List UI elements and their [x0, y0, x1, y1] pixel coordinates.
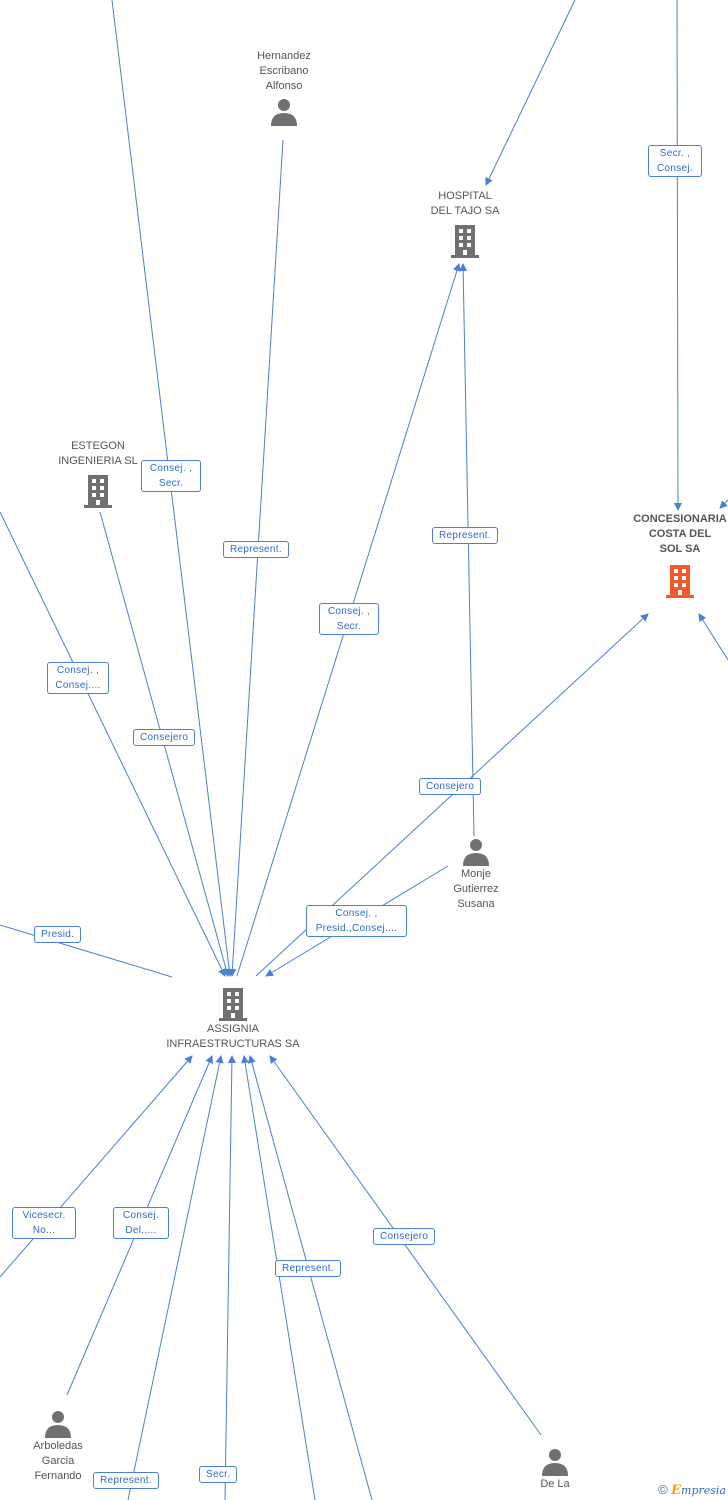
node-name-line: CONCESIONARIA — [633, 513, 727, 525]
node-concesionaria[interactable]: CONCESIONARIA COSTA DEL SOL SA — [628, 512, 728, 599]
edge-line — [698, 613, 728, 661]
edge-label-line: Consejero — [426, 781, 475, 792]
edge-label-line: Consej.... — [55, 680, 101, 691]
edge-label-represent[interactable]: Represent. — [93, 1472, 159, 1489]
edge-label-consej-secr[interactable]: Consej. , Secr. — [141, 460, 201, 492]
copyright-symbol: © — [658, 1482, 668, 1497]
edge-label-line: Consejero — [140, 732, 189, 743]
brand-initial: E — [671, 1483, 682, 1498]
edge-line — [247, 1055, 373, 1500]
edge-line — [485, 0, 576, 186]
node-name-line: HOSPITAL — [438, 190, 492, 202]
edge-label-line: Del.,... — [125, 1225, 157, 1236]
node-name-line: DEL TAJO SA — [430, 205, 500, 217]
edge-label-line: Presid. — [41, 929, 75, 940]
edge-label-consej-del[interactable]: Consej. Del.,... — [113, 1207, 169, 1239]
edge-line — [719, 499, 728, 509]
edge-label-represent[interactable]: Represent. — [223, 541, 289, 558]
edge-line — [127, 1055, 224, 1500]
node-name-line: INGENIERIA SL — [58, 455, 138, 467]
edge-label-line: Consej. , — [56, 665, 100, 676]
edge-label-presid[interactable]: Presid. — [34, 926, 82, 943]
edge-label-line: Represent. — [230, 544, 282, 555]
building-icon — [84, 475, 112, 508]
building-icon — [451, 225, 479, 258]
edge-line — [0, 1055, 193, 1278]
edge-line — [673, 0, 682, 511]
building-icon — [219, 988, 247, 1021]
edge-label-line: Secr. , — [659, 148, 691, 159]
node-name-line: Fernando — [34, 1470, 82, 1482]
edge-line — [269, 1055, 542, 1436]
node-name-line: De La — [540, 1478, 570, 1490]
node-name-line: Hernandez — [257, 50, 311, 62]
node-delala[interactable]: De La — [515, 1447, 595, 1492]
edge-label-line: Vicesecr. — [22, 1210, 66, 1221]
building-icon — [666, 565, 694, 598]
edge-label-consejero[interactable]: Consejero — [419, 778, 482, 795]
node-monje[interactable]: Monje Gutierrez Susana — [436, 837, 516, 912]
edge-label-vicesecr[interactable]: Vicesecr. No... — [12, 1207, 76, 1239]
edge-label-represent[interactable]: Represent. — [432, 527, 498, 544]
node-name-line: Escribano — [259, 65, 309, 77]
edge-label-line: Consej. — [656, 163, 693, 174]
edge-label-consejero[interactable]: Consejero — [133, 729, 196, 746]
edge-line — [241, 1055, 316, 1500]
edge-label-consej-consej[interactable]: Consej. , Consej.... — [47, 662, 109, 694]
edge-label-line: Consej. — [122, 1210, 159, 1221]
edge-label-represent[interactable]: Represent. — [275, 1260, 341, 1277]
edge-label-secr[interactable]: Secr. — [199, 1466, 238, 1483]
edge-line — [459, 263, 475, 837]
node-arboledas[interactable]: Arboledas Garcia Fernando — [18, 1409, 98, 1484]
edge-label-line: Secr. — [206, 1469, 231, 1480]
node-name-line: Susana — [457, 898, 495, 910]
empresia-watermark: © Empresia — [658, 1482, 726, 1498]
edge-label-line: Consej. , — [149, 463, 193, 474]
node-name-line: Alfonso — [265, 80, 303, 92]
edge-label-line: Consej. , — [327, 606, 371, 617]
node-name-line: SOL SA — [659, 543, 701, 555]
edge-label-consejero[interactable]: Consejero — [373, 1228, 436, 1245]
node-hospital[interactable]: HOSPITAL DEL TAJO SA — [415, 189, 515, 259]
edge-label-line: Secr. — [336, 621, 362, 632]
node-assignia[interactable]: ASSIGNIA INFRAESTRUCTURAS SA — [158, 986, 308, 1052]
node-name-line: Monje — [461, 868, 491, 880]
node-name-line: Gutierrez — [453, 883, 499, 895]
brand-name: mpresia — [681, 1484, 726, 1497]
edge-label-consej-presid[interactable]: Consej. , Presid.,Consej.... — [306, 905, 407, 937]
edge-line — [0, 924, 173, 978]
edge-label-line: Represent. — [100, 1475, 152, 1486]
edge-label-line: Represent. — [282, 1263, 334, 1274]
edge-line — [228, 139, 284, 977]
person-icon — [45, 1411, 71, 1438]
node-hernandez[interactable]: Hernandez Escribano Alfonso — [244, 49, 324, 127]
edge-line — [224, 1055, 236, 1500]
edge-label-line: Represent. — [439, 530, 491, 541]
node-name-line: INFRAESTRUCTURAS SA — [166, 1038, 300, 1050]
node-estegon[interactable]: ESTEGON INGENIERIA SL — [48, 439, 148, 509]
person-icon — [271, 99, 297, 126]
edge-label-line: No... — [32, 1225, 56, 1236]
edge-label-line: Secr. — [158, 478, 184, 489]
person-icon — [463, 839, 489, 866]
node-name-line: ESTEGON — [71, 440, 125, 452]
person-icon — [542, 1449, 568, 1476]
edge-label-line: Consej. , — [335, 908, 378, 919]
node-name-line: Arboledas — [33, 1440, 83, 1452]
node-name-line: Garcia — [41, 1455, 75, 1467]
edge-label-line: Consejero — [380, 1231, 429, 1242]
node-name-line: ASSIGNIA — [207, 1023, 259, 1035]
edge-label-line: Presid.,Consej.... — [315, 923, 398, 934]
edge-line — [0, 511, 226, 977]
edge-label-secr-consej[interactable]: Secr. , Consej. — [648, 145, 702, 177]
edge-label-consej-secr[interactable]: Consej. , Secr. — [319, 603, 379, 635]
node-name-line: COSTA DEL — [648, 528, 712, 540]
